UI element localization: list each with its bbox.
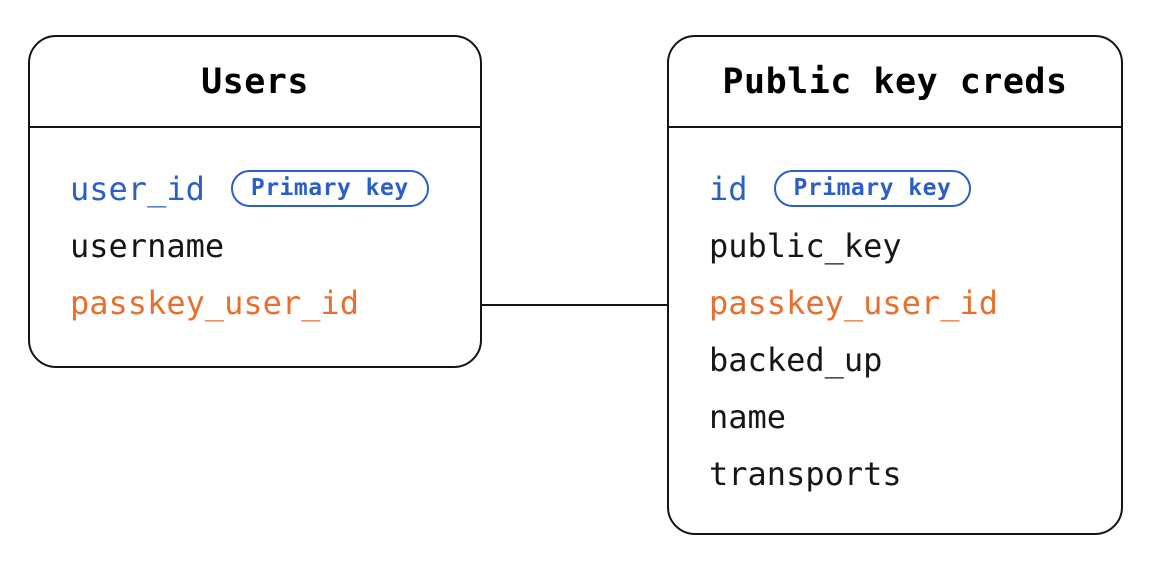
field-row-user-id: user_id Primary key — [70, 160, 480, 217]
field-name: passkey_user_id — [709, 283, 998, 322]
table-public-key-creds-fields: id Primary key public_key passkey_user_i… — [669, 128, 1121, 502]
field-row-passkey-user-id: passkey_user_id — [70, 274, 480, 331]
field-row-passkey-user-id: passkey_user_id — [709, 274, 1121, 331]
field-name: transports — [709, 454, 902, 493]
field-row-backed-up: backed_up — [709, 331, 1121, 388]
field-name: username — [70, 226, 225, 265]
field-row-public-key: public_key — [709, 217, 1121, 274]
field-name: passkey_user_id — [70, 283, 359, 322]
field-row-name: name — [709, 388, 1121, 445]
table-users-fields: user_id Primary key username passkey_use… — [30, 128, 480, 331]
primary-key-badge: Primary key — [773, 170, 972, 207]
field-name: public_key — [709, 226, 902, 265]
table-users: Users user_id Primary key username passk… — [28, 35, 482, 368]
table-users-title: Users — [30, 37, 480, 128]
table-public-key-creds-title: Public key creds — [669, 37, 1121, 128]
field-row-username: username — [70, 217, 480, 274]
field-row-transports: transports — [709, 445, 1121, 502]
field-name: user_id — [70, 169, 205, 208]
field-name: backed_up — [709, 340, 883, 379]
field-name: name — [709, 397, 787, 436]
relationship-line — [480, 304, 669, 306]
table-public-key-creds: Public key creds id Primary key public_k… — [667, 35, 1123, 535]
field-name: id — [709, 169, 748, 208]
field-row-id: id Primary key — [709, 160, 1121, 217]
primary-key-badge: Primary key — [230, 170, 429, 207]
